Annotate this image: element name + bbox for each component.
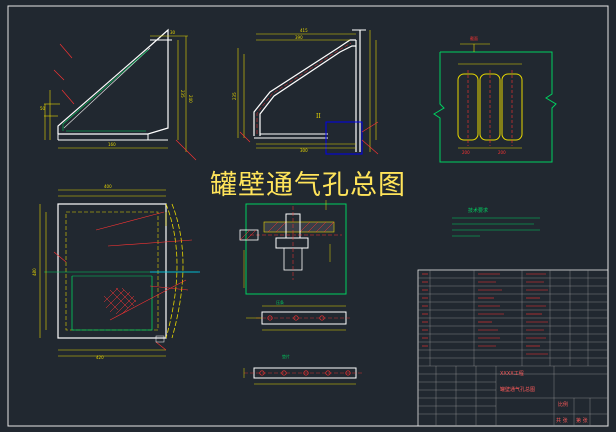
side-view-left: 235 240 30 160 50 — [40, 28, 197, 161]
wire-mesh-hatch — [103, 287, 137, 315]
detail-callout-box — [325, 121, 363, 155]
svg-text:240: 240 — [188, 95, 193, 103]
svg-text:415: 415 — [300, 28, 308, 33]
title-block-project: XXXX工程 — [500, 371, 524, 377]
svg-text:235: 235 — [180, 90, 185, 98]
flange-detail-view — [239, 200, 347, 295]
svg-text:50: 50 — [40, 106, 46, 111]
drawing-title: 罐壁通气孔总图 — [210, 170, 406, 201]
section-view-middle: II 415 390 300 235 — [232, 28, 379, 155]
svg-text:截面: 截面 — [470, 35, 478, 41]
svg-text:200: 200 — [462, 150, 470, 155]
svg-text:235: 235 — [232, 92, 237, 100]
elevation-view-bottom-left: 400 420 480 — [32, 184, 200, 360]
svg-text:30: 30 — [170, 30, 176, 35]
title-block-total-label: 共 张 — [556, 418, 568, 424]
svg-text:400: 400 — [104, 184, 112, 189]
title-block-scale-label: 比例 — [558, 402, 569, 408]
svg-text:200: 200 — [498, 150, 506, 155]
title-block-drawing-name: 罐壁通气孔总图 — [500, 387, 536, 393]
section-label: II — [316, 113, 321, 120]
gasket-strip-detail: 垫片 — [243, 353, 362, 385]
svg-text:压条: 压条 — [276, 299, 284, 305]
svg-text:160: 160 — [108, 142, 116, 147]
drawing-frame — [7, 5, 609, 427]
title-block-sheet-label: 第 张 — [576, 418, 588, 424]
bolt-strip-detail: 压条 — [246, 299, 350, 331]
plan-view-slots: 截面 200 200 — [433, 35, 557, 163]
svg-text:390: 390 — [295, 35, 303, 40]
svg-text:480: 480 — [32, 268, 37, 276]
svg-text:垫片: 垫片 — [282, 353, 290, 359]
svg-text:420: 420 — [96, 355, 104, 360]
svg-text:技术要求: 技术要求 — [468, 207, 488, 214]
svg-text:300: 300 — [300, 148, 308, 153]
title-block — [417, 269, 609, 427]
technical-notes: 技术要求 — [452, 207, 540, 237]
